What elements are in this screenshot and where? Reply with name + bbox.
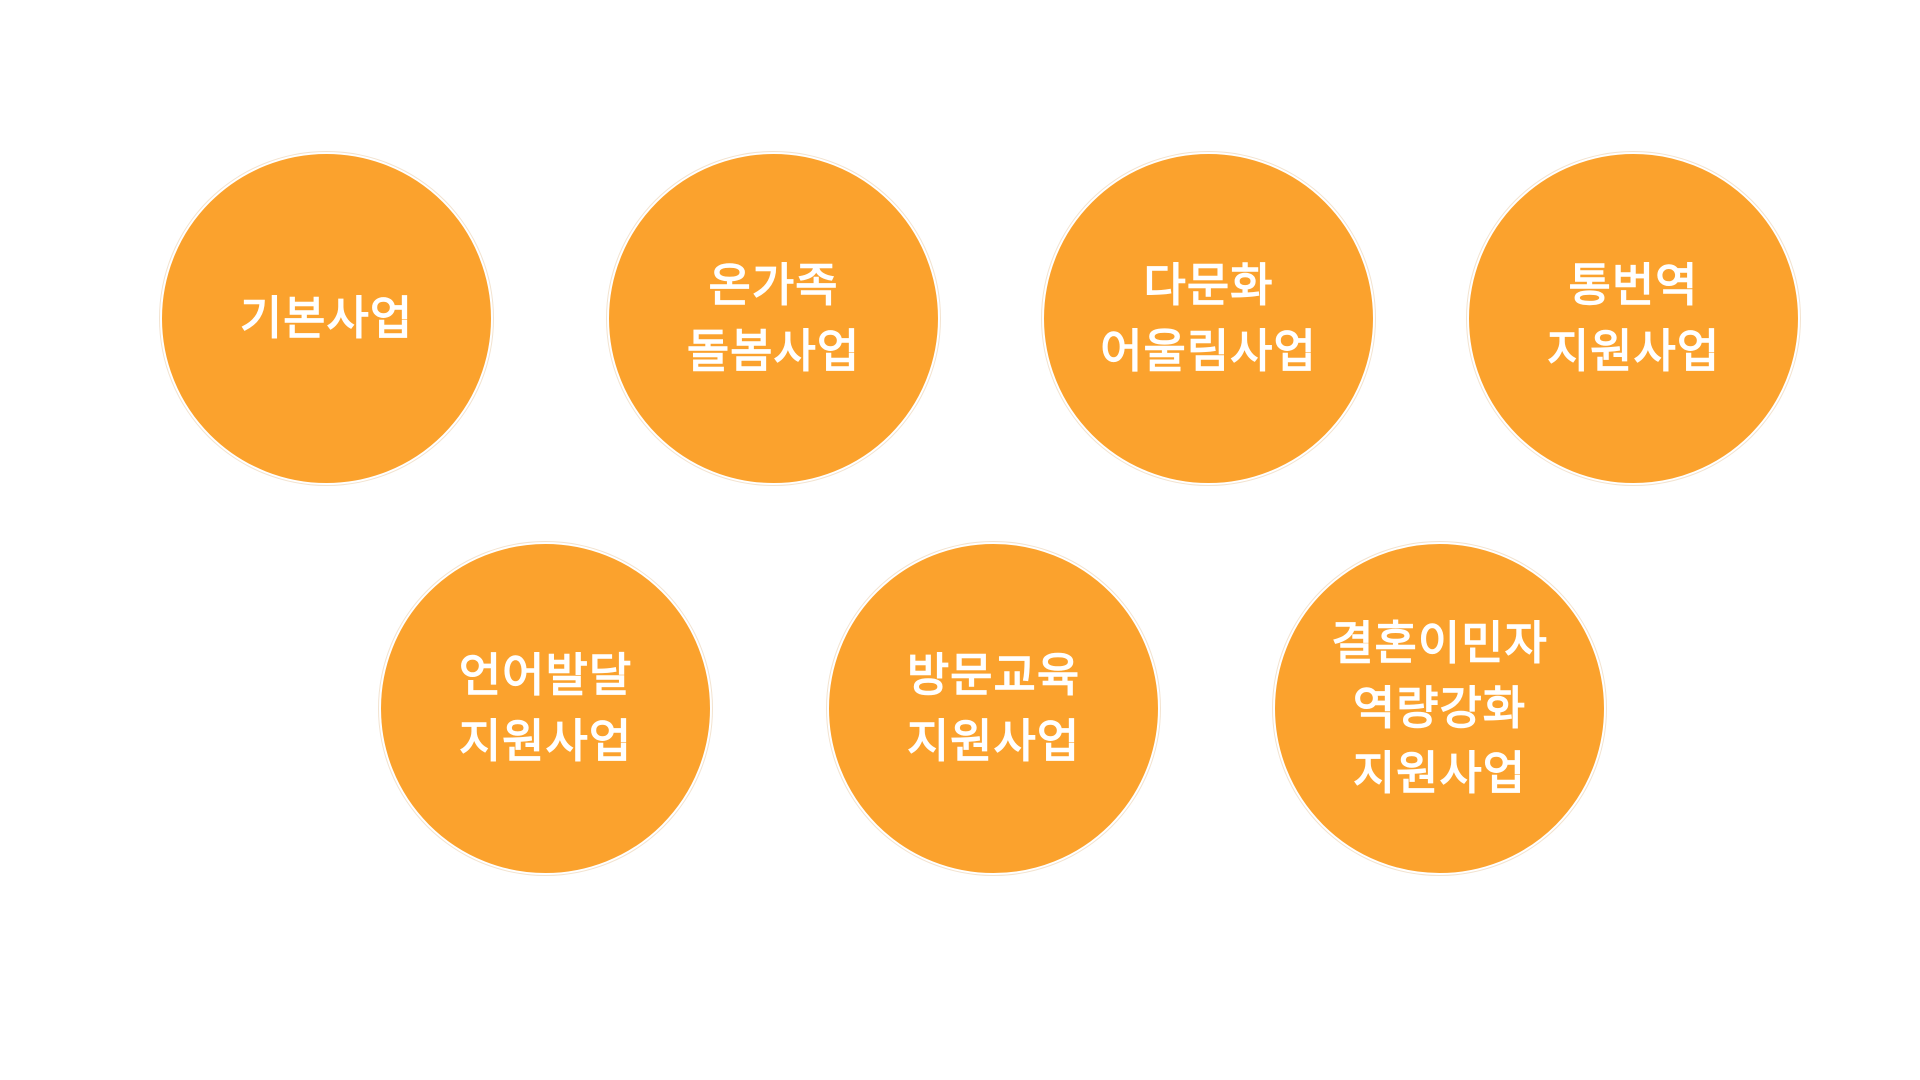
program-circle-basic[interactable]: 기본사업: [160, 152, 493, 485]
program-circle-interpretation[interactable]: 통번역 지원사업: [1467, 152, 1800, 485]
program-circle-visiting-education[interactable]: 방문교육 지원사업: [827, 542, 1160, 875]
program-label: 결혼이민자 역량강화 지원사업: [1331, 615, 1548, 801]
program-label: 다문화 어울림사업: [1100, 258, 1317, 378]
program-label: 온가족 돌봄사업: [686, 258, 861, 378]
program-label: 기본사업: [239, 290, 414, 345]
program-label: 언어발달 지원사업: [458, 648, 633, 768]
program-circle-family-care[interactable]: 온가족 돌봄사업: [607, 152, 940, 485]
program-circle-multicultural[interactable]: 다문화 어울림사업: [1042, 152, 1375, 485]
program-label: 통번역 지원사업: [1546, 258, 1721, 378]
program-circle-language-development[interactable]: 언어발달 지원사업: [379, 542, 712, 875]
program-circle-marriage-immigrant[interactable]: 결혼이민자 역량강화 지원사업: [1273, 542, 1606, 875]
program-label: 방문교육 지원사업: [906, 648, 1081, 768]
